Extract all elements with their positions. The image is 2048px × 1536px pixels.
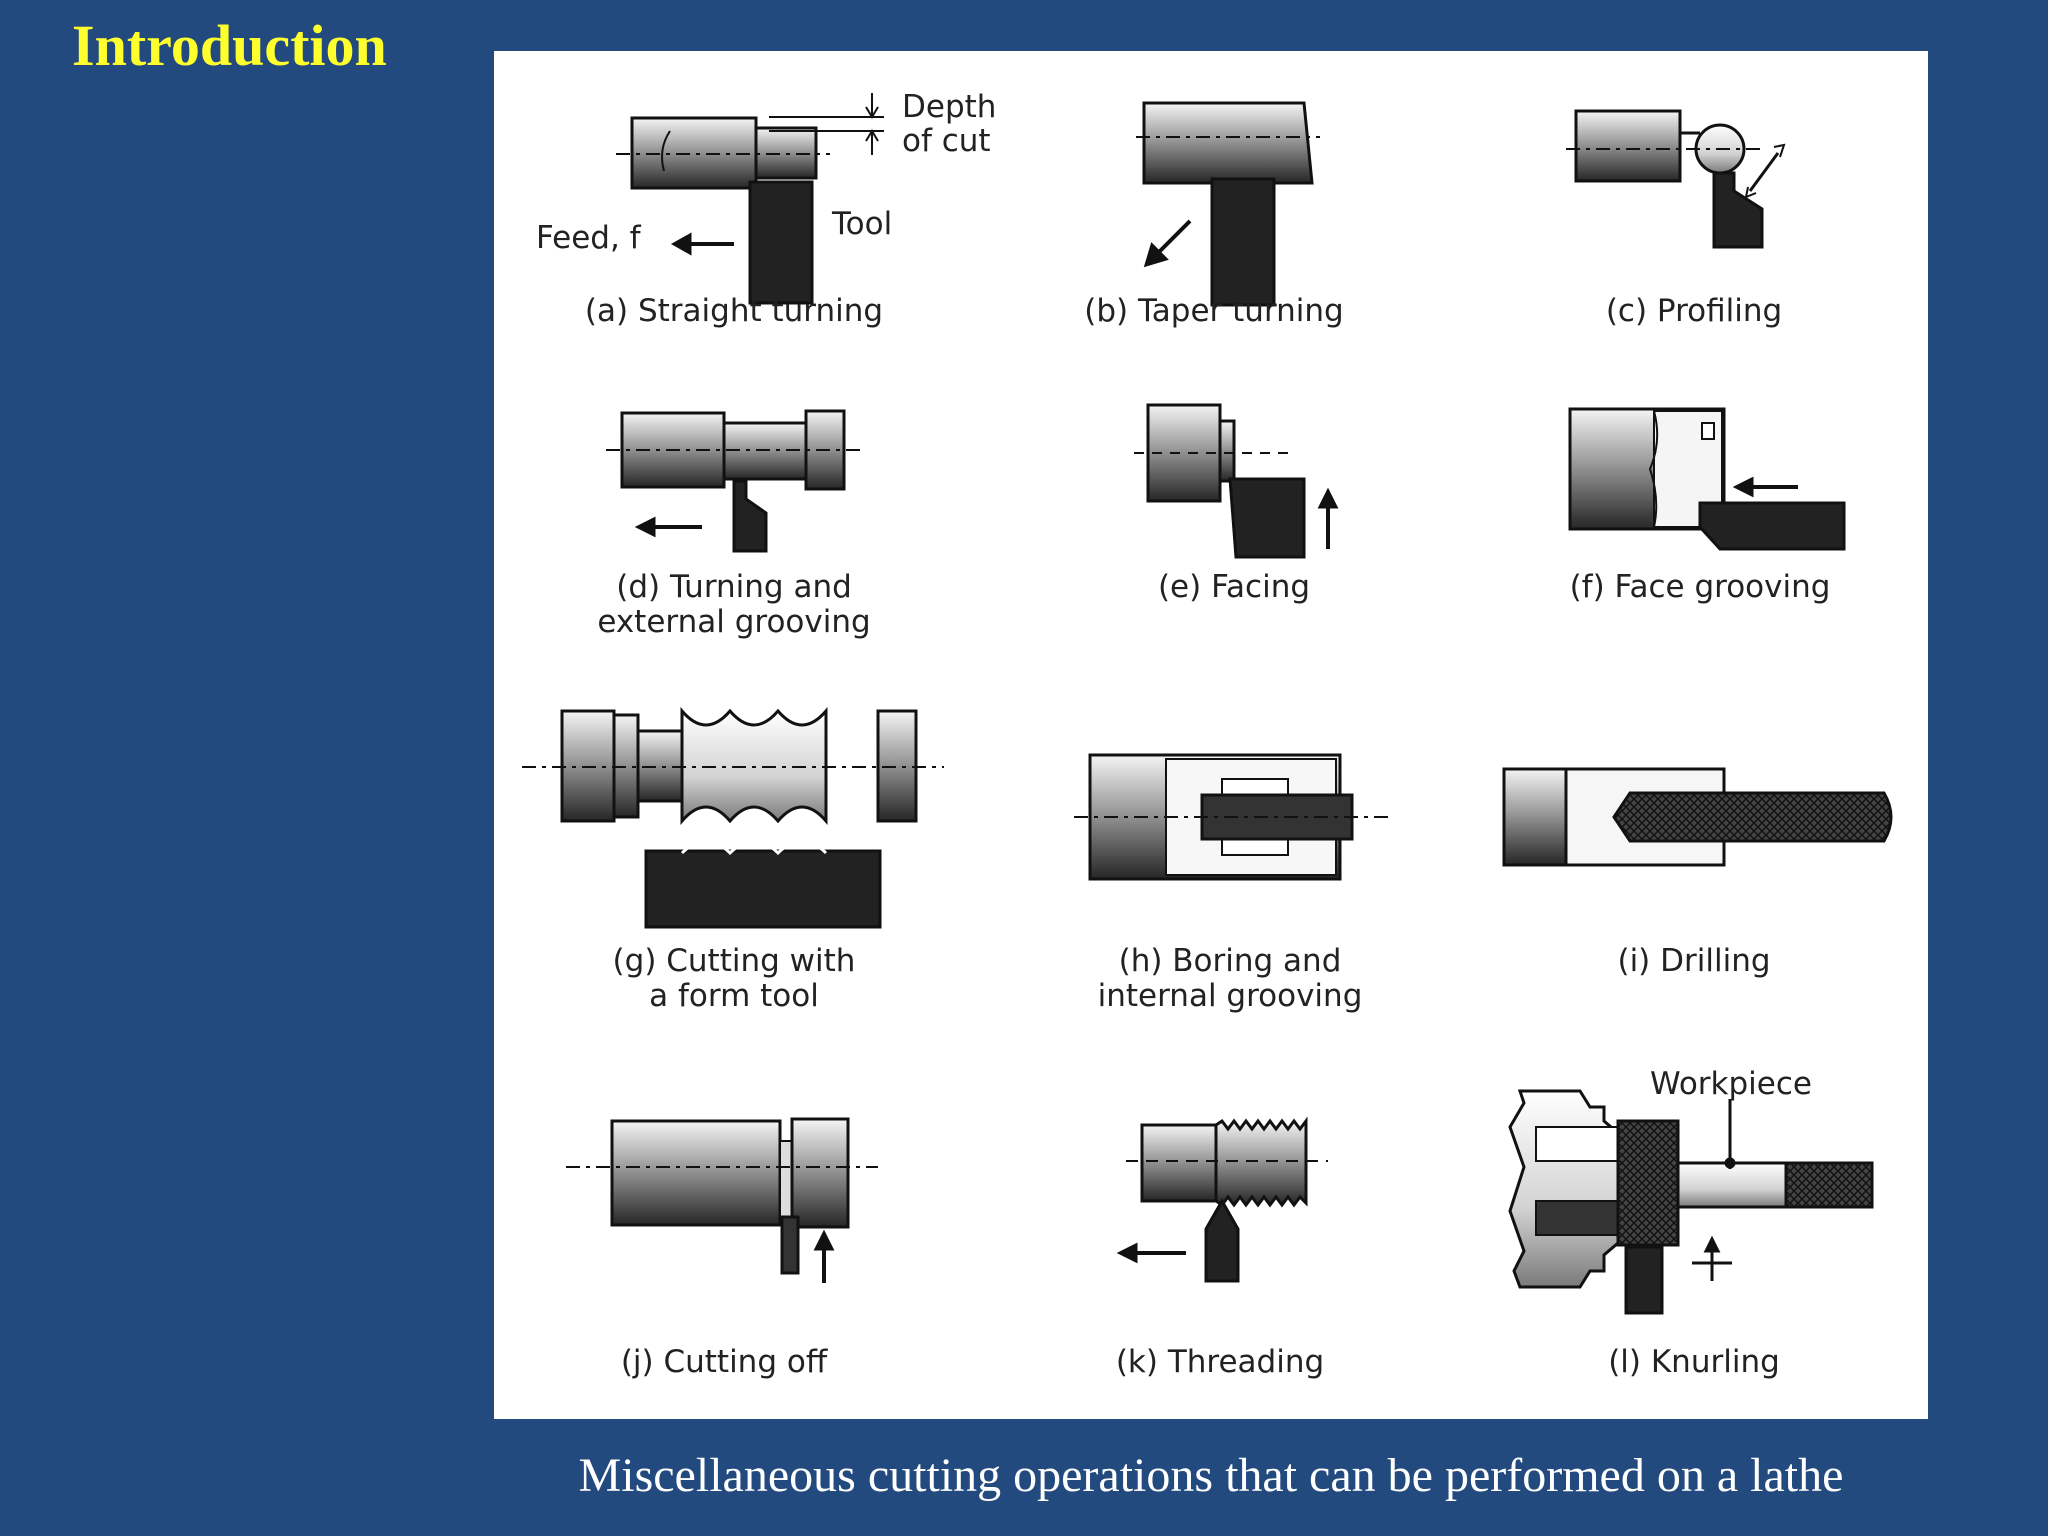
tool-label: Tool xyxy=(832,206,893,242)
operation-label-d-line1: (d) Turning and xyxy=(616,569,852,605)
operation-label-i-line1: (i) Drilling xyxy=(1617,943,1771,979)
depth-of-cut-label-line1: Depth xyxy=(902,89,997,125)
taper-turning-diagram xyxy=(1136,101,1320,307)
lathe-operations-figure: Depth of cut Feed, f Tool Workpiece (a) … xyxy=(494,51,1928,1419)
operation-label-c: (c) Profiling xyxy=(1504,294,1884,329)
operation-label-g-line2: a form tool xyxy=(649,978,819,1014)
operation-label-a-line1: (a) Straight turning xyxy=(584,293,884,329)
operation-label-e-line1: (e) Facing xyxy=(1157,569,1311,605)
operation-label-l-line1: (l) Knurling xyxy=(1608,1344,1780,1380)
operation-label-h-line2: internal grooving xyxy=(1097,978,1363,1014)
operation-label-d-line2: external grooving xyxy=(597,604,871,640)
drilling-diagram xyxy=(1502,767,1893,867)
face-grooving-diagram xyxy=(1568,407,1846,551)
operation-label-h: (h) Boring and internal grooving xyxy=(1040,944,1420,1014)
facing-diagram xyxy=(1134,403,1339,559)
operation-label-e: (e) Facing xyxy=(1044,570,1424,605)
operation-label-i: (i) Drilling xyxy=(1504,944,1884,979)
operation-label-k: (k) Threading xyxy=(1030,1345,1410,1380)
operation-label-g-line1: (g) Cutting with xyxy=(612,943,856,979)
slide-title: Introduction xyxy=(72,13,387,78)
operation-label-j: (j) Cutting off xyxy=(534,1345,914,1380)
turning-external-grooving-diagram xyxy=(606,409,864,553)
cutting-off-diagram xyxy=(566,1117,878,1283)
operation-label-f-line1: (f) Face grooving xyxy=(1569,569,1831,605)
boring-internal-grooving-diagram xyxy=(1074,753,1394,881)
feed-label: Feed, f xyxy=(536,220,641,256)
operation-label-j-line1: (j) Cutting off xyxy=(620,1344,828,1380)
operation-label-b-line1: (b) Taper turning xyxy=(1084,293,1344,329)
operation-label-a: (a) Straight turning xyxy=(544,294,924,329)
depth-of-cut-label-line2: of cut xyxy=(902,123,991,159)
operation-label-b: (b) Taper turning xyxy=(1024,294,1404,329)
profiling-diagram xyxy=(1566,109,1786,249)
operation-label-h-line1: (h) Boring and xyxy=(1118,943,1342,979)
figure-caption: Miscellaneous cutting operations that ca… xyxy=(578,1449,1844,1502)
threading-diagram xyxy=(1116,1116,1328,1283)
operation-label-c-line1: (c) Profiling xyxy=(1605,293,1783,329)
straight-turning-diagram xyxy=(616,93,884,305)
operation-label-l: (l) Knurling xyxy=(1504,1345,1884,1380)
workpiece-label: Workpiece xyxy=(1650,1066,1812,1102)
operation-label-g: (g) Cutting with a form tool xyxy=(544,944,924,1014)
form-tool-cutting-diagram xyxy=(522,706,944,929)
operation-label-f: (f) Face grooving xyxy=(1510,570,1890,605)
knurling-diagram xyxy=(1508,1089,1874,1315)
lathe-operations-drawing xyxy=(522,93,1893,1315)
operation-label-d: (d) Turning and external grooving xyxy=(544,570,924,640)
operation-label-k-line1: (k) Threading xyxy=(1115,1344,1325,1380)
